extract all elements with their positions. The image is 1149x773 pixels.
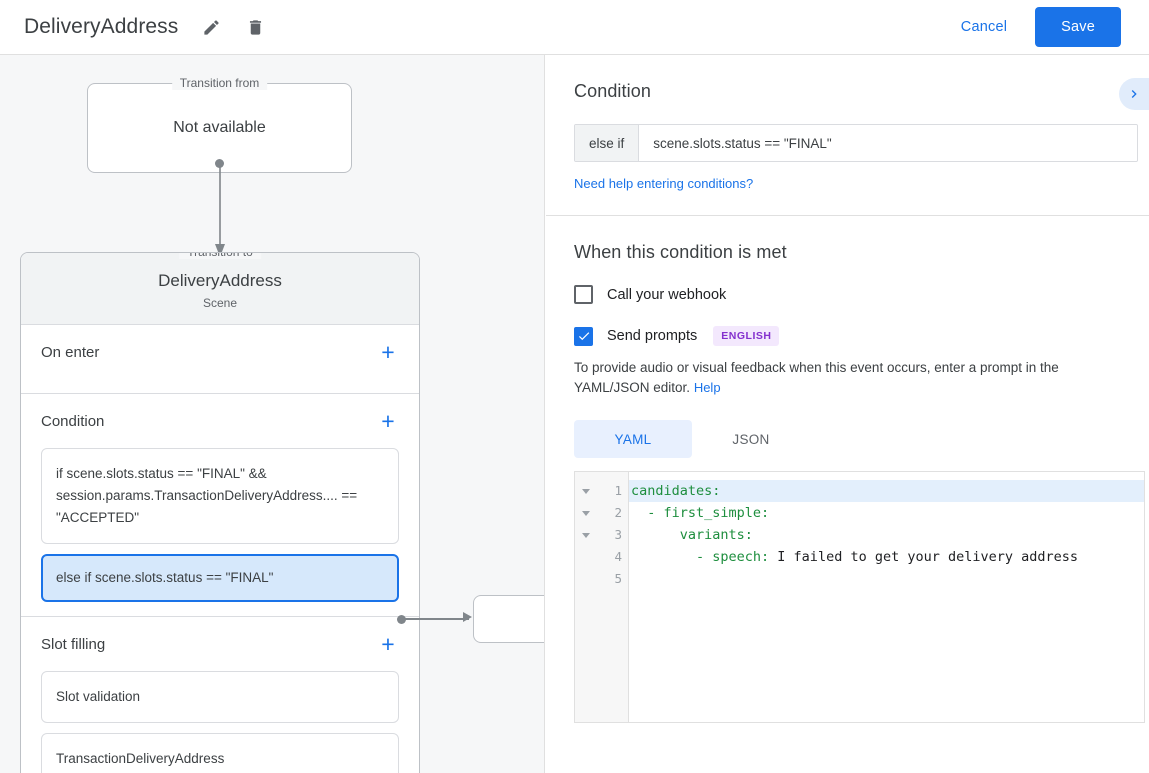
code-line[interactable] <box>629 568 1144 590</box>
editor-tabs: YAML JSON <box>574 420 1121 458</box>
chevron-down-icon[interactable] <box>582 510 590 516</box>
line-number: 5 <box>614 571 622 586</box>
transition-to-node: Transition to DeliveryAddress Scene On e… <box>20 252 420 773</box>
prompts-description-text: To provide audio or visual feedback when… <box>574 360 1059 395</box>
condition-input-row[interactable]: else if <box>574 124 1138 162</box>
call-webhook-label: Call your webhook <box>607 286 727 303</box>
scene-card-header[interactable]: DeliveryAddress Scene <box>21 253 419 325</box>
yaml-key: - speech: <box>631 549 770 565</box>
scene-name: DeliveryAddress <box>158 271 282 290</box>
section-title-on-enter: On enter <box>41 343 100 361</box>
tab-json[interactable]: JSON <box>732 431 770 447</box>
section-on-enter: On enter + <box>21 325 419 394</box>
when-met-heading: When this condition is met <box>574 242 787 262</box>
check-icon <box>578 332 589 341</box>
cancel-button[interactable]: Cancel <box>947 10 1021 44</box>
when-condition-met-section: When this condition is met Call your web… <box>546 216 1149 745</box>
transition-from-value: Not available <box>173 119 266 136</box>
fold-toggle[interactable] <box>575 480 597 502</box>
section-slot-filling: Slot filling + Slot validation Transacti… <box>21 617 419 773</box>
line-number: 1 <box>614 483 622 498</box>
send-prompts-row: Send prompts ENGLISH <box>574 326 1121 346</box>
language-badge: ENGLISH <box>713 326 780 346</box>
prompts-description: To provide audio or visual feedback when… <box>574 358 1121 398</box>
details-panel: Condition else if Need help entering con… <box>546 55 1149 773</box>
fold-toggle[interactable] <box>575 502 597 524</box>
condition-expression-input[interactable] <box>639 125 1137 161</box>
edge-line <box>401 618 469 620</box>
add-on-enter-button[interactable]: + <box>381 338 395 365</box>
fold-toggle <box>575 568 597 590</box>
transition-from-node[interactable]: Transition from Not available <box>87 76 352 173</box>
fold-toggle[interactable] <box>575 524 597 546</box>
section-condition: Condition + if scene.slots.status == "FI… <box>21 394 419 617</box>
code-line[interactable]: - speech: I failed to get your delivery … <box>629 546 1144 568</box>
yaml-key: variants: <box>631 527 753 543</box>
chevron-right-icon[interactable] <box>1119 78 1149 110</box>
slot-item[interactable]: Slot validation <box>41 671 399 723</box>
webhook-row: Call your webhook <box>574 285 1121 304</box>
tab-yaml[interactable]: YAML <box>574 420 692 458</box>
send-prompts-label: Send prompts <box>607 328 698 344</box>
fold-gutter <box>575 472 597 722</box>
scene-type: Scene <box>202 296 238 310</box>
condition-prefix: else if <box>575 125 640 161</box>
edge-arrowhead <box>463 612 472 622</box>
section-header: Slot filling + <box>41 617 399 671</box>
call-webhook-checkbox[interactable] <box>574 285 593 304</box>
target-node-stub[interactable] <box>473 595 544 643</box>
page-title: DeliveryAddress <box>24 15 179 38</box>
fold-toggle <box>575 546 597 568</box>
section-title-slot-filling: Slot filling <box>41 635 106 653</box>
code-line[interactable]: candidates: <box>629 480 1144 502</box>
app-header: DeliveryAddress Cancel Save <box>0 0 1149 55</box>
flow-canvas: Transition from Not available Transition… <box>0 55 545 773</box>
yaml-value: I failed to get your delivery address <box>769 549 1079 565</box>
condition-help-link[interactable]: Need help entering conditions? <box>574 176 754 191</box>
trash-icon[interactable] <box>244 16 266 38</box>
chevron-down-icon[interactable] <box>582 532 590 538</box>
save-button[interactable]: Save <box>1035 7 1121 47</box>
condition-item[interactable]: if scene.slots.status == "FINAL" && sess… <box>41 448 399 544</box>
add-slot-button[interactable]: + <box>381 630 395 657</box>
section-title-condition: Condition <box>41 412 105 430</box>
transition-to-legend: Transition to <box>179 253 261 259</box>
add-condition-button[interactable]: + <box>381 407 395 434</box>
line-number: 2 <box>614 505 622 520</box>
transition-from-legend: Transition from <box>171 76 268 90</box>
code-line[interactable]: variants: <box>629 524 1144 546</box>
yaml-key: - first_simple: <box>631 505 770 521</box>
transition-arrow <box>215 163 225 257</box>
condition-section: Condition else if Need help entering con… <box>546 55 1149 216</box>
condition-item-selected[interactable]: else if scene.slots.status == "FINAL" <box>41 554 399 602</box>
line-number: 4 <box>614 549 622 564</box>
section-header: On enter + <box>41 325 399 379</box>
pencil-icon[interactable] <box>200 16 222 38</box>
yaml-editor[interactable]: 1 2 3 4 5 candidates: - first_simple: varian… <box>574 471 1145 723</box>
slot-item[interactable]: TransactionDeliveryAddress <box>41 733 399 773</box>
yaml-key: candidates: <box>631 483 721 499</box>
prompts-help-link[interactable]: Help <box>693 380 721 395</box>
line-number: 3 <box>614 527 622 542</box>
code-area[interactable]: candidates: - first_simple: variants: - … <box>629 472 1144 722</box>
send-prompts-checkbox[interactable] <box>574 326 593 346</box>
chevron-down-icon[interactable] <box>582 488 590 494</box>
section-header: Condition + <box>41 394 399 448</box>
code-line[interactable]: - first_simple: <box>629 502 1144 524</box>
line-number-gutter: 1 2 3 4 5 <box>597 472 629 722</box>
condition-heading: Condition <box>574 81 651 101</box>
